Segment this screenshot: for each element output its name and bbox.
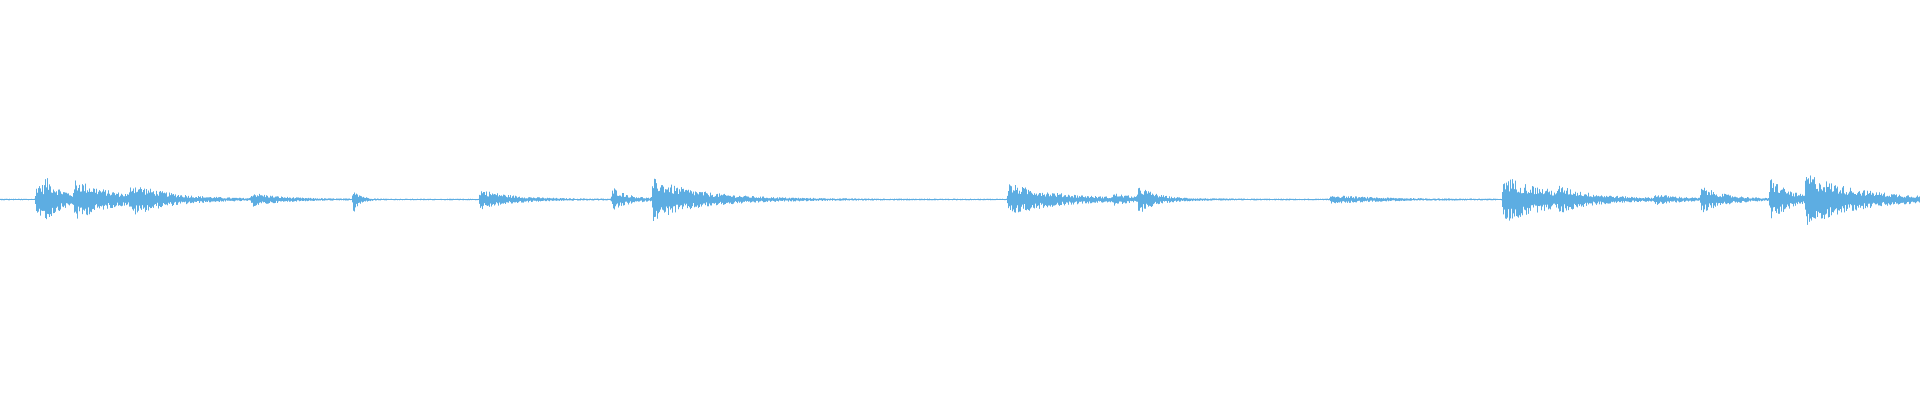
- waveform-path: [0, 175, 1920, 225]
